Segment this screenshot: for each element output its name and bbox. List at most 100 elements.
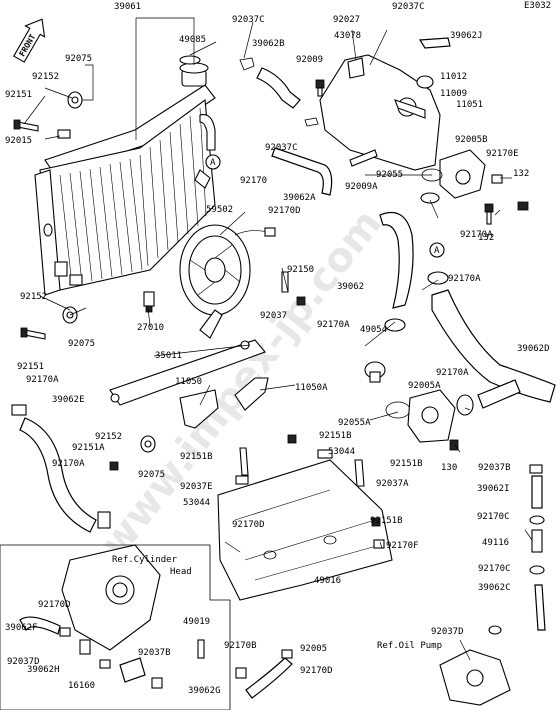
svg-text:A: A: [210, 158, 216, 168]
part-label-92005: 92005: [300, 644, 327, 654]
switch-27010: [143, 291, 155, 313]
cylinder-head-part: [61, 544, 161, 651]
damper-92075-lower: [140, 435, 156, 453]
part-label-11050: 11050: [175, 377, 202, 387]
radiator-fins: [59, 107, 207, 286]
inset-box: [0, 544, 231, 710]
part-label-92075: 92075: [65, 54, 92, 64]
clip-92015: [57, 129, 71, 139]
clamp-92170b: [151, 677, 163, 689]
part-label-92055: 92055: [376, 170, 403, 180]
part-label-92170e: 92170E: [486, 149, 519, 159]
part-label-92170a: 92170A: [448, 274, 481, 284]
clip-92037c-a: [239, 57, 255, 71]
bolt-92151-lower: [20, 327, 46, 340]
bolt-132-b: [484, 203, 494, 225]
part-label-39062g: 39062G: [188, 686, 221, 696]
part-label-92170c: 92170C: [477, 512, 510, 522]
callout-a-1: A: [205, 154, 221, 170]
part-label-53044: 53044: [183, 498, 210, 508]
thermostat-cover-92005b: [439, 149, 486, 199]
clamp-92170e: [491, 174, 503, 184]
part-label-92005b: 92005B: [455, 135, 488, 145]
clamp-92170a-left-low: [97, 511, 111, 529]
callout-a-2: A: [429, 242, 445, 258]
clamp-92170d-right: [488, 625, 502, 635]
part-label-92009: 92009: [296, 55, 323, 65]
part-label-92170a: 92170A: [317, 320, 350, 330]
bolt-92151b-a: [287, 434, 297, 444]
part-label-92152: 92152: [20, 292, 47, 302]
clamp-92170d-inset: [235, 667, 247, 679]
oring-92055a: [385, 401, 411, 419]
hose-39062c: [534, 584, 546, 631]
part-label-39062c: 39062C: [478, 583, 511, 593]
part-label-132: 132: [478, 233, 494, 243]
part-label-92009a: 92009A: [345, 182, 378, 192]
part-label-92151b: 92151B: [180, 452, 213, 462]
hose-39062d: [431, 289, 556, 409]
part-label-92151a: 92151A: [72, 443, 105, 453]
part-label-92170a: 92170A: [52, 459, 85, 469]
front-arrow-icon: FRONT: [13, 18, 46, 63]
bracket-92037e: [239, 447, 249, 476]
part-label-92075: 92075: [68, 339, 95, 349]
part-label-92170a: 92170A: [436, 368, 469, 378]
part-label-11050a: 11050A: [295, 383, 328, 393]
svg-text:A: A: [434, 246, 440, 256]
clamp-92170a-housing: [456, 394, 474, 416]
bolt-130: [449, 439, 459, 451]
part-label-16160: 16160: [68, 681, 95, 691]
part-label-35011: 35011: [155, 351, 182, 361]
hose-39062: [379, 211, 414, 309]
clamp-92170c-b: [529, 565, 545, 575]
clamp-92037d-inset-b: [99, 659, 111, 669]
fitting-49019: [197, 639, 205, 659]
part-label-92037c: 92037C: [265, 143, 298, 153]
part-label-92037b: 92037B: [138, 648, 171, 658]
part-label-92170d: 92170D: [232, 520, 265, 530]
part-label-49085: 49085: [179, 35, 206, 45]
bolt-132-a: [517, 201, 529, 211]
fitting-49116: [531, 529, 543, 553]
bolt-92151a: [109, 461, 119, 471]
hose-39062g: [119, 657, 146, 683]
part-label-92170d: 92170D: [300, 666, 333, 676]
diagram-code: E3032: [524, 1, 551, 11]
part-label-92027: 92027: [333, 15, 360, 25]
part-label-92005a: 92005A: [408, 381, 441, 391]
part-label-92152: 92152: [95, 432, 122, 442]
part-label-92037c: 92037C: [232, 15, 265, 25]
part-label-92037d: 92037D: [431, 627, 464, 637]
part-label-49054: 49054: [360, 325, 387, 335]
part-label-49116: 49116: [482, 538, 509, 548]
clip-92037b: [529, 464, 543, 474]
part-label-92037: 92037: [260, 311, 287, 321]
hose-39062h: [245, 657, 293, 699]
part-label-92170c: 92170C: [478, 564, 511, 574]
clip-92037c-b: [304, 117, 319, 127]
part-label-39062e: 39062E: [52, 395, 85, 405]
bolt-92009a: [349, 149, 378, 167]
part-label-92055a: 92055A: [338, 418, 371, 428]
part-label-49016: 49016: [314, 576, 341, 586]
clip-92037b-inset: [281, 649, 293, 659]
part-label-132: 132: [513, 169, 529, 179]
fitting-92005: [79, 639, 91, 655]
hose-39062j: [418, 37, 451, 49]
clamp-92170a-left: [11, 404, 27, 416]
part-label-39062j: 39062J: [450, 31, 483, 41]
clamp-92170a-mid: [427, 271, 449, 285]
part-label-39062a: 39062A: [283, 193, 316, 203]
part-label-92150: 92150: [287, 265, 314, 275]
part-label-92037d: 92037D: [7, 657, 40, 667]
part-label-92075: 92075: [138, 470, 165, 480]
rivet-53044-b: [235, 475, 249, 485]
hose-39062i: [531, 475, 543, 509]
hose-39062a: [271, 147, 333, 196]
part-label-92170: 92170: [240, 176, 267, 186]
part-label-11009: 11009: [440, 89, 467, 99]
part-label-92151: 92151: [5, 90, 32, 100]
part-label-92151b: 92151B: [390, 459, 423, 469]
